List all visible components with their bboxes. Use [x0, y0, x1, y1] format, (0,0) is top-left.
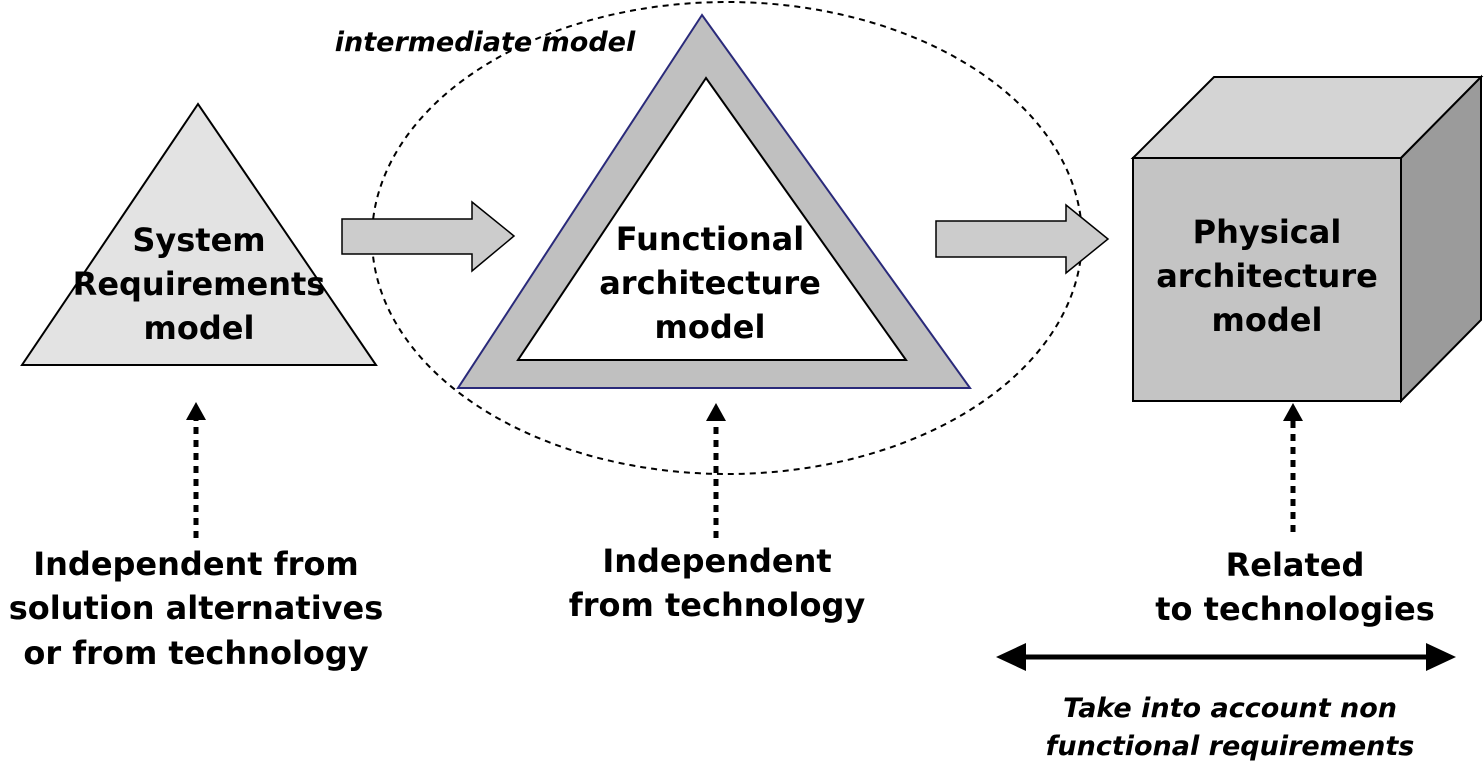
- physical-caption: Related to technologies: [1155, 546, 1435, 629]
- block-arrow-functional-to-physical: [935, 203, 1110, 275]
- functional-caption: Independent from technology: [568, 542, 866, 625]
- functional-architecture-label: Functional architecture model: [599, 220, 821, 347]
- block-arrow-requirements-to-functional: [341, 200, 516, 273]
- dotted-arrow-functional: [706, 403, 726, 538]
- system-requirements-triangle: [20, 102, 378, 366]
- system-requirements-label: System Requirements model: [72, 221, 326, 348]
- double-headed-arrow: [996, 643, 1456, 671]
- dotted-arrow-requirements: [186, 402, 206, 538]
- system-requirements-caption: Independent from solution alternatives o…: [8, 545, 384, 672]
- non-functional-note: Take into account non functional require…: [1045, 693, 1415, 763]
- dotted-arrow-physical: [1283, 403, 1303, 532]
- functional-architecture-inner-triangle: [516, 76, 908, 361]
- intermediate-model-label: intermediate model: [334, 27, 636, 58]
- cube-front-face: [1132, 157, 1402, 402]
- physical-architecture-label: Physical architecture model: [1156, 213, 1378, 340]
